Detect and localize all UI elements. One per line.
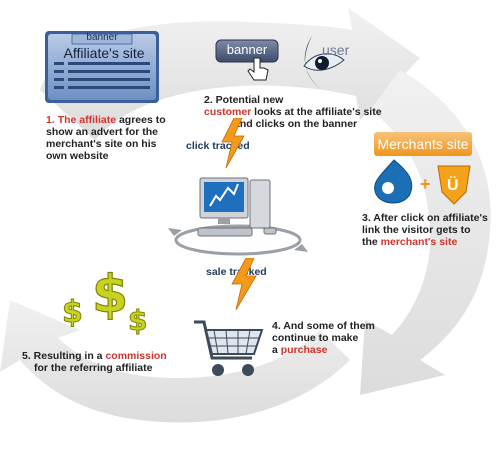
shopping-cart-icon <box>194 320 264 376</box>
step1-text: 1. The affiliate agrees to show an adver… <box>46 114 166 162</box>
dollar-icon: $ $ $ <box>62 264 148 337</box>
step3-text: 3. After click on affiliate's link the v… <box>362 212 488 248</box>
affiliate-site-window <box>45 31 159 103</box>
banner-button <box>215 39 279 81</box>
svg-text:$: $ <box>92 265 128 325</box>
computer-icon <box>168 177 308 256</box>
ubercart-icon <box>437 165 471 205</box>
merchants-site-badge: + Ü <box>374 132 472 205</box>
affiliate-site-banner-tab: banner <box>86 32 118 43</box>
banner-button-label: banner <box>226 42 268 57</box>
affiliate-site-title: Affiliate's site <box>63 45 145 61</box>
merchants-site-title: Merchants site <box>377 136 469 152</box>
user-label: user <box>322 42 350 58</box>
sale-tracked-label: sale tracked <box>206 266 267 278</box>
user-eye-icon <box>303 36 345 90</box>
step4-text: 4. And some of them continue to make a p… <box>272 320 375 356</box>
svg-text:$: $ <box>62 295 83 330</box>
step5-text: 5. Resulting in a commission for the ref… <box>22 350 167 374</box>
svg-text:$: $ <box>128 304 147 337</box>
lightning-bolt-icon <box>221 118 245 168</box>
step2-text: 2. Potential new customer looks at the a… <box>204 94 382 130</box>
lightning-bolt-icon <box>231 258 257 310</box>
drupal-icon <box>374 159 413 204</box>
svg-text:Ü: Ü <box>447 175 459 194</box>
svg-text:+: + <box>420 174 431 194</box>
